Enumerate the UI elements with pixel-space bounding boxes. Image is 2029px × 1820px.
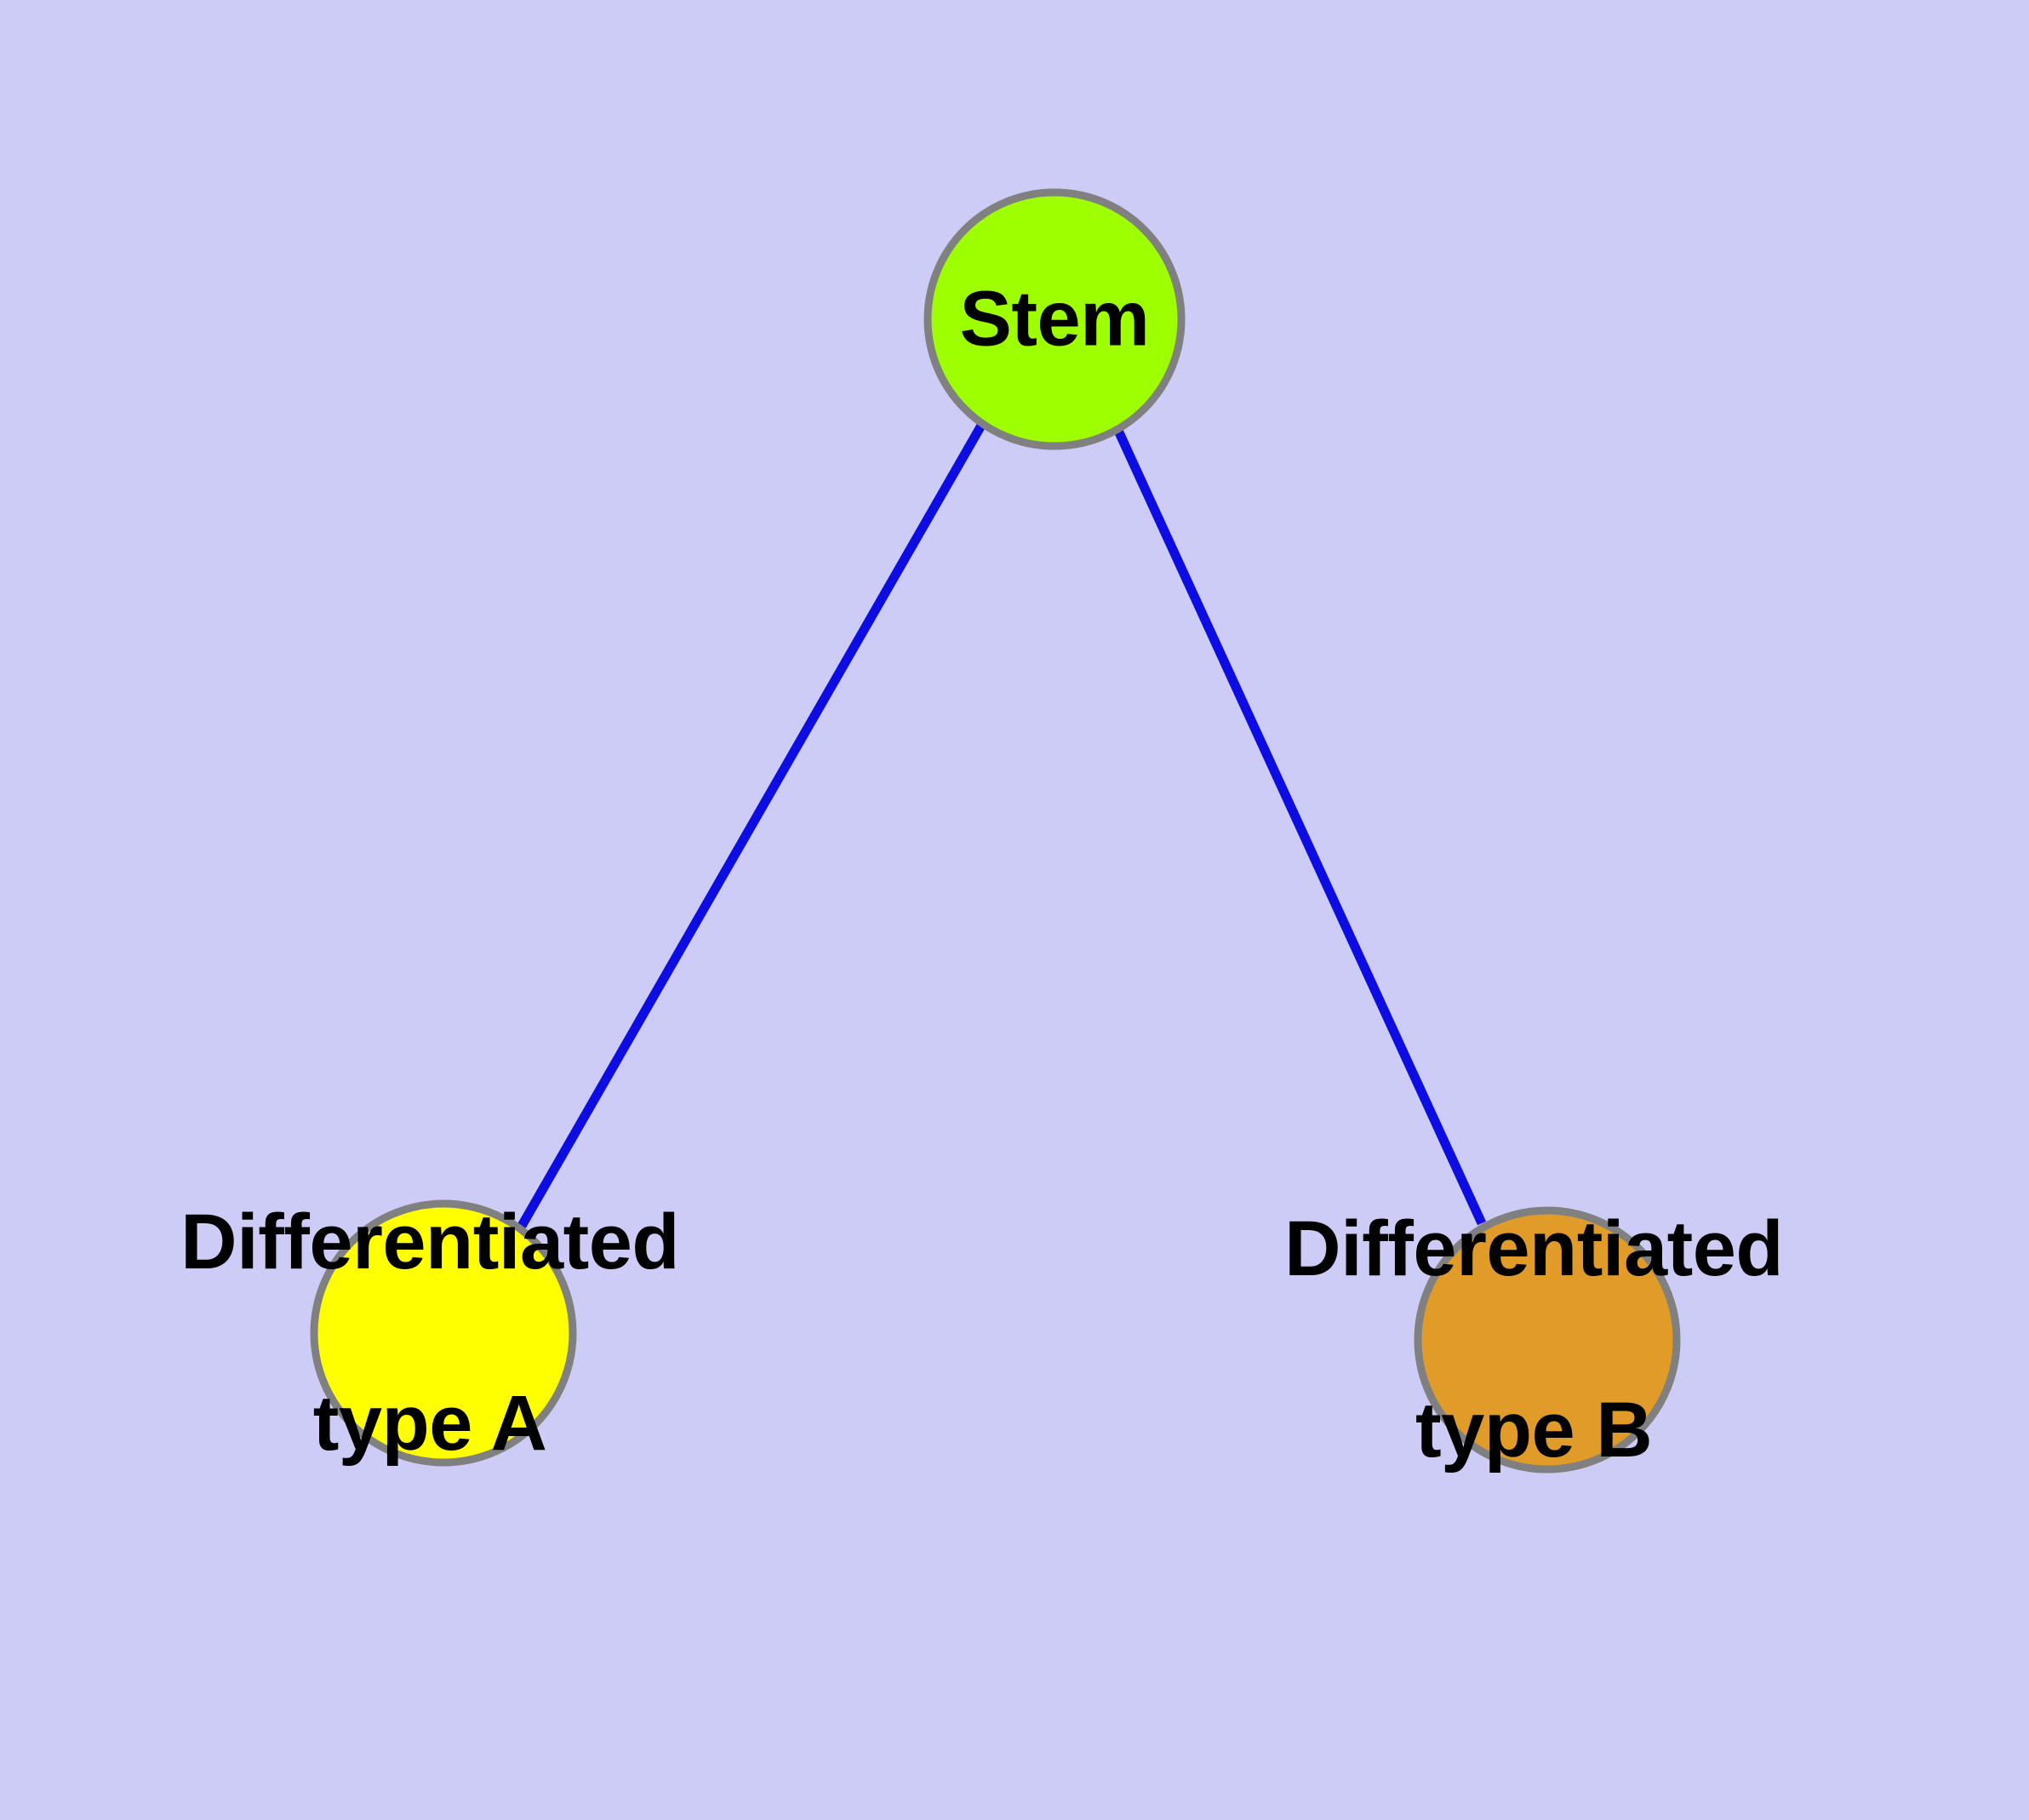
node-differentiated-type-b[interactable] — [1414, 1206, 1681, 1474]
edge-layer — [517, 421, 1486, 1228]
node-stem[interactable] — [923, 188, 1186, 450]
edge-stem-to-diff-a[interactable] — [517, 421, 986, 1228]
node-differentiated-type-a[interactable] — [310, 1199, 577, 1467]
edge-stem-to-diff-b[interactable] — [1114, 428, 1486, 1226]
node-layer — [310, 188, 1681, 1474]
